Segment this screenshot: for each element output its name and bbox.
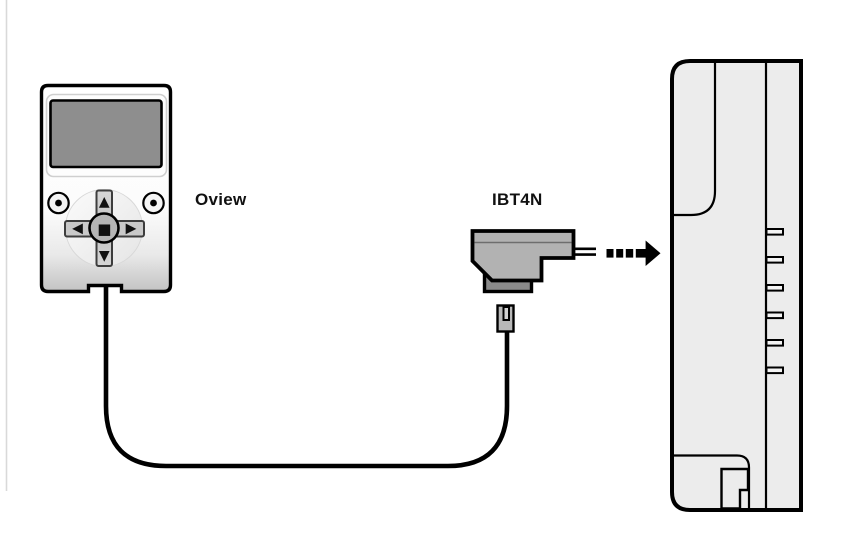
- control-unit-vent-slots: [765, 228, 784, 375]
- ibt4n-connector: [470, 229, 596, 294]
- vent-slot: [765, 256, 784, 264]
- ibt4n-label: IBT4N: [492, 190, 543, 209]
- control-unit-panel-line: [673, 61, 717, 217]
- oview-dpad: ▲ ▼ ◀ ▶ ■: [64, 189, 145, 267]
- oview-device: ▲ ▼ ◀ ▶ ■: [39, 83, 173, 294]
- down-arrow-icon: ▼: [99, 248, 110, 264]
- vent-slot: [765, 339, 784, 347]
- center-square-icon: ■: [97, 220, 111, 238]
- control-unit-foot-detail: [720, 467, 750, 510]
- oview-screen: [49, 99, 163, 169]
- dpad-center-button: [88, 212, 120, 244]
- flow-arrow-dash: [606, 249, 614, 258]
- oview-left-button: [47, 191, 70, 215]
- right-button-dot: [150, 199, 157, 207]
- oview-label: Oview: [195, 190, 247, 209]
- connector-body: [470, 229, 576, 283]
- vent-slot: [765, 228, 784, 236]
- flow-arrow-dash: [616, 249, 624, 258]
- cable-plug: [496, 304, 515, 333]
- flow-arrow-head: [645, 240, 661, 266]
- oview-right-button: [142, 191, 165, 215]
- vent-slot: [765, 366, 784, 375]
- up-arrow-icon: ▲: [99, 194, 110, 210]
- control-unit-housing: [670, 59, 803, 512]
- control-unit: [670, 59, 803, 512]
- control-unit-bottom-panel-line: [673, 454, 751, 509]
- left-arrow-icon: ◀: [72, 221, 83, 237]
- plug-latch: [502, 306, 510, 321]
- connection-cable: [103, 287, 510, 469]
- flow-arrow-icon: [606, 240, 661, 266]
- vent-slot: [765, 284, 784, 292]
- vent-slot: [765, 311, 784, 320]
- flow-arrow-shaft: [635, 249, 647, 258]
- left-button-dot: [55, 199, 62, 207]
- flow-arrow-dash: [625, 249, 634, 258]
- right-arrow-icon: ▶: [126, 221, 137, 237]
